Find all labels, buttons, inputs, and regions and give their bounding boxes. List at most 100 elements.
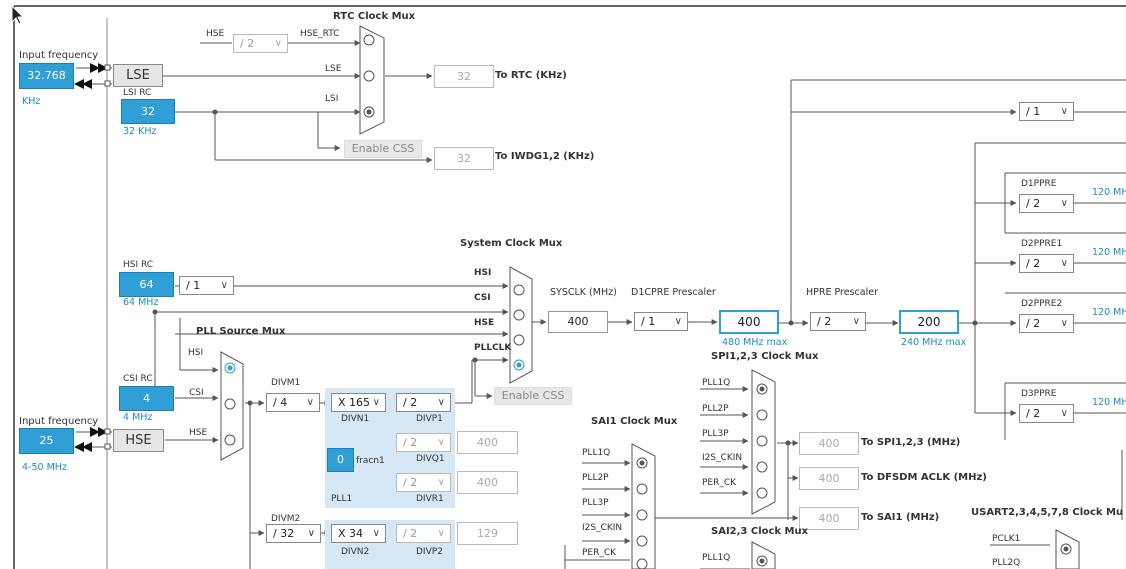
lsi-label: LSI RC xyxy=(123,88,152,98)
divn1-multiplier[interactable]: X 165∨ xyxy=(331,393,386,412)
d1cpre-divider[interactable]: / 1∨ xyxy=(634,312,688,331)
hsi-unit: 64 MHz xyxy=(123,297,159,308)
divn2-label: DIVN2 xyxy=(341,547,370,557)
iwdg-output-label: To IWDG1,2 (KHz) xyxy=(495,151,595,162)
divm2-label: DIVM2 xyxy=(271,514,301,524)
hpre-divider[interactable]: / 2∨ xyxy=(810,312,866,331)
sai23-in-pll1q: PLL1Q xyxy=(702,553,731,563)
divm1-divider[interactable]: / 4∨ xyxy=(266,393,320,412)
chevron-down-icon: ∨ xyxy=(852,316,860,327)
fracn1-field[interactable]: 0 xyxy=(327,448,354,472)
divq1-label: DIVQ1 xyxy=(416,454,445,464)
system-clock-mux[interactable] xyxy=(508,265,534,385)
csi-unit: 4 MHz xyxy=(123,412,153,423)
chevron-down-icon: ∨ xyxy=(306,397,314,408)
d3ppre-output: 120 MH xyxy=(1092,397,1126,408)
rtc-output-label: To RTC (KHz) xyxy=(495,70,567,81)
spi123-clock-mux[interactable] xyxy=(750,368,777,516)
divn2-multiplier[interactable]: X 34∨ xyxy=(331,524,386,543)
sai23-clock-mux[interactable] xyxy=(750,540,777,569)
d2ppre1-output: 120 MH xyxy=(1092,247,1126,258)
d2ppre1-divider[interactable]: / 2∨ xyxy=(1019,254,1074,273)
pll-source-mux[interactable] xyxy=(219,350,245,462)
d1ppre-label: D1PPRE xyxy=(1021,179,1057,189)
rtc-mux-title: RTC Clock Mux xyxy=(333,11,416,22)
divq1-divider[interactable]: / 2∨ xyxy=(396,433,451,452)
divq1-output: 400 xyxy=(457,431,518,454)
chevron-down-icon: ∨ xyxy=(437,437,445,448)
system-clock-mux-title: System Clock Mux xyxy=(460,238,563,249)
d2ppre2-label: D2PPRE2 xyxy=(1021,299,1063,309)
chevron-down-icon: ∨ xyxy=(437,477,445,488)
spi-in-pll2p: PLL2P xyxy=(702,404,729,414)
sys-mux-hse-label: HSE xyxy=(474,318,495,328)
spi-output: 400 xyxy=(799,432,859,455)
chevron-down-icon: ∨ xyxy=(437,528,445,539)
divr1-output: 400 xyxy=(457,471,518,494)
spi-in-pll3p: PLL3P xyxy=(702,429,729,439)
hse-input-label: Input frequency xyxy=(19,416,99,427)
csi-label: CSI RC xyxy=(123,374,153,384)
rtc-hse-rtc-label: HSE_RTC xyxy=(300,29,340,39)
lse-block: LSE xyxy=(113,64,163,87)
sai1-output: 400 xyxy=(799,507,859,530)
hse-input-field[interactable]: 25 xyxy=(19,428,74,454)
sys-mux-hsi-label: HSI xyxy=(474,268,492,278)
cpu-clock-value[interactable]: 400 xyxy=(719,310,779,334)
rtc-lsi-label: LSI xyxy=(325,94,339,104)
hpre-label: HPRE Prescaler xyxy=(806,287,878,298)
rtc-hse-label: HSE xyxy=(206,29,225,39)
divn1-label: DIVN1 xyxy=(341,414,370,424)
chevron-down-icon: ∨ xyxy=(1060,198,1068,209)
hse-input-unit: 4-50 MHz xyxy=(22,462,67,473)
lse-input-field[interactable]: 32.768 xyxy=(19,63,74,89)
spi-in-pll1q: PLL1Q xyxy=(702,378,731,388)
chevron-down-icon: ∨ xyxy=(372,397,380,408)
d2ppre1-label: D2PPRE1 xyxy=(1021,239,1063,249)
chevron-down-icon: ∨ xyxy=(1060,258,1068,269)
usart-mux-title: USART2,3,4,5,7,8 Clock Mu xyxy=(971,507,1124,518)
chevron-down-icon: ∨ xyxy=(274,38,282,49)
sai23-mux-title: SAI2,3 Clock Mux xyxy=(711,526,809,537)
sysclk-label: SYSCLK (MHz) xyxy=(550,287,617,298)
sai1-in-pll1q: PLL1Q xyxy=(582,448,611,458)
dfsdm-output: 400 xyxy=(799,467,859,490)
divp2-divider[interactable]: / 2∨ xyxy=(396,524,451,543)
rtc-hse-divider[interactable]: / 2∨ xyxy=(233,34,288,53)
usart-clock-mux[interactable] xyxy=(1054,528,1081,569)
fracn1-label: fracn1 xyxy=(356,456,385,466)
chevron-down-icon: ∨ xyxy=(1060,106,1068,117)
d1ppre-divider[interactable]: / 2∨ xyxy=(1019,194,1074,213)
divm2-divider[interactable]: / 32∨ xyxy=(266,524,321,543)
spi-mux-title: SPI1,2,3 Clock Mux xyxy=(711,351,819,362)
top-divider[interactable]: / 1∨ xyxy=(1019,102,1074,121)
chevron-down-icon: ∨ xyxy=(437,397,445,408)
divm1-label: DIVM1 xyxy=(271,378,301,388)
usart-in-pclk1: PCLK1 xyxy=(992,534,1021,544)
d3ppre-label: D3PPRE xyxy=(1021,389,1057,399)
d3ppre-divider[interactable]: / 2∨ xyxy=(1019,404,1074,423)
sysclk-value: 400 xyxy=(548,311,608,333)
hclk-value[interactable]: 200 xyxy=(899,310,959,334)
divp2-output: 129 xyxy=(457,522,518,545)
divr1-divider[interactable]: / 2∨ xyxy=(396,473,451,492)
rtc-output: 32 xyxy=(434,65,494,88)
rtc-lse-label: LSE xyxy=(325,64,342,74)
chevron-down-icon: ∨ xyxy=(1060,318,1068,329)
hsi-divider[interactable]: / 1∨ xyxy=(179,276,234,295)
chevron-down-icon: ∨ xyxy=(307,528,315,539)
d1cpre-label: D1CPRE Prescaler xyxy=(631,287,716,298)
d2ppre2-divider[interactable]: / 2∨ xyxy=(1019,314,1074,333)
rtc-enable-css-button[interactable]: Enable CSS xyxy=(344,140,422,158)
sai1-mux-title: SAI1 Clock Mux xyxy=(591,416,678,427)
chevron-down-icon: ∨ xyxy=(674,316,682,327)
pll-mux-csi-label: CSI xyxy=(189,388,204,398)
sai1-clock-mux[interactable] xyxy=(630,442,657,569)
divr1-label: DIVR1 xyxy=(416,494,444,504)
rtc-clock-mux[interactable] xyxy=(358,24,386,136)
divp1-divider[interactable]: / 2∨ xyxy=(396,393,451,412)
sys-enable-css-button[interactable]: Enable CSS xyxy=(494,387,572,405)
csi-value: 4 xyxy=(119,386,174,411)
chevron-down-icon: ∨ xyxy=(372,528,380,539)
